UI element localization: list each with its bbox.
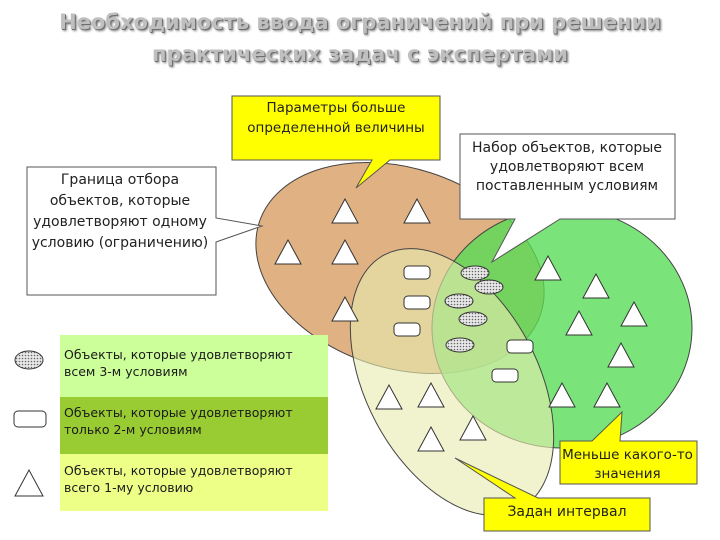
triangle-object xyxy=(417,381,445,408)
triangle-object xyxy=(331,197,359,224)
callout-top-text: Параметры больше определенной величины xyxy=(247,100,425,136)
legend-triangle-icon xyxy=(14,468,44,497)
triangle-object xyxy=(607,341,635,368)
legend-label-only-one: Объекты, которые удовлетворяют всего 1-м… xyxy=(64,463,293,495)
triangle-object xyxy=(565,309,593,336)
legend-label-only-two: Объекты, которые удовлетворяют только 2-… xyxy=(64,405,293,437)
triangle-object xyxy=(375,383,403,410)
rounded-rectangle-object xyxy=(491,368,519,383)
triangle-object xyxy=(331,295,359,322)
hatched-ellipse-object xyxy=(445,337,475,353)
title-line-1: Необходимость ввода ограничений при реше… xyxy=(59,10,661,34)
hatched-ellipse-object xyxy=(474,279,504,295)
triangle-object xyxy=(548,381,576,408)
legend-label-all-three: Объекты, которые удовлетворяют всем 3-м … xyxy=(64,347,293,379)
callout-less-box xyxy=(559,410,698,485)
hatched-ellipse-object xyxy=(444,293,474,309)
callout-right-text: Набор объектов, которые удовлетворяют вс… xyxy=(472,140,662,194)
rounded-rectangle-object xyxy=(403,295,431,310)
callout-interval-text: Задан интервал xyxy=(507,504,627,520)
legend-rounded-rectangle-icon xyxy=(13,410,47,428)
triangle-object xyxy=(534,254,562,281)
legend-box-only-one xyxy=(60,454,328,511)
callout-right-box xyxy=(459,133,676,264)
title-line-2: практических задач с экспертами xyxy=(152,42,568,66)
rounded-rectangle-object xyxy=(506,339,534,354)
callout-left-text: Граница отбора объектов, которые удовлет… xyxy=(31,172,209,251)
callout-top-box xyxy=(231,95,441,189)
rounded-rectangle-object xyxy=(393,322,421,337)
triangle-object xyxy=(582,272,610,299)
hatched-ellipse-object xyxy=(458,311,488,327)
callout-interval-box xyxy=(454,457,651,532)
triangle-object xyxy=(403,197,431,224)
triangle-object xyxy=(417,425,445,452)
triangle-object xyxy=(274,238,302,265)
callout-left-box xyxy=(26,166,264,296)
slide-title: Необходимость ввода ограничений при реше… xyxy=(0,6,720,70)
legend-hatched-ellipse-icon xyxy=(14,350,44,370)
legend-box-only-two xyxy=(60,397,328,454)
rounded-rectangle-object xyxy=(403,265,431,280)
triangle-object xyxy=(620,300,648,327)
triangle-object xyxy=(593,381,621,408)
hatched-ellipse-object xyxy=(460,265,490,281)
triangle-object xyxy=(331,238,359,265)
callout-less-text: Меньше какого-то значения xyxy=(562,447,693,482)
legend-box-all-three xyxy=(60,335,328,397)
triangle-object xyxy=(459,414,487,441)
